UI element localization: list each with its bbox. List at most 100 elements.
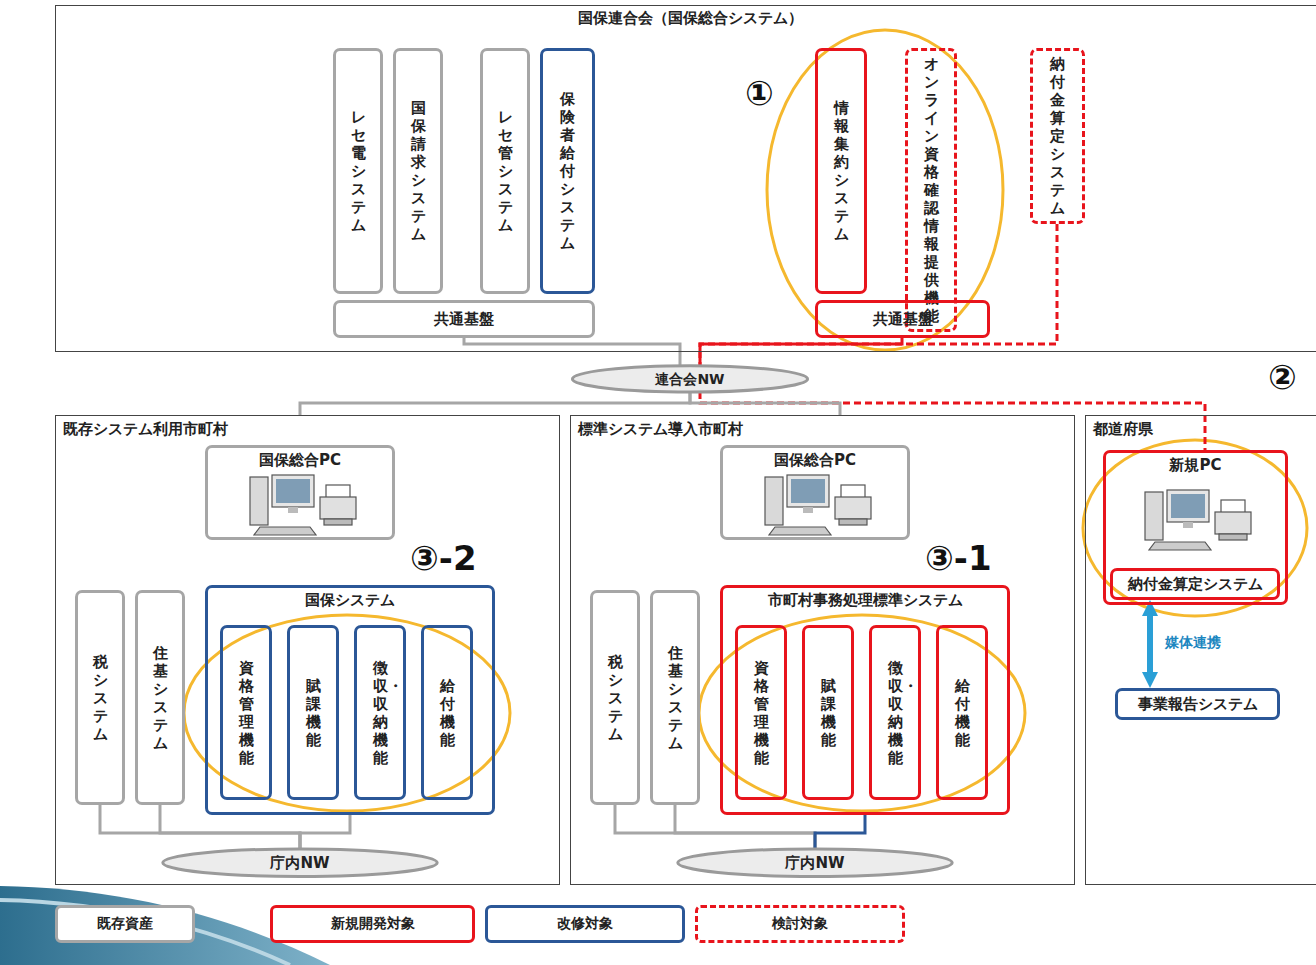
callout-ellipse (767, 30, 1003, 350)
callout-number: ① (745, 76, 774, 110)
function-column: 給付機能 (421, 625, 473, 800)
node-label: 徴収・収納機能 (373, 659, 388, 767)
connector (1147, 616, 1153, 672)
callout-ellipse (699, 615, 1025, 811)
callout-number: ③-1 (925, 541, 992, 575)
node-label: 市町村事務処理標準システム (768, 591, 963, 609)
node-label: 住基システム (153, 644, 168, 752)
node-label: 情報集約システム (834, 99, 849, 243)
connector (100, 805, 300, 849)
pc-icon (250, 475, 356, 535)
system-group: 国保システム資格管理機能 賦課機能 徴収・収納機能 給付機能 (205, 585, 495, 815)
connector (690, 392, 840, 415)
node-label: 納付金算定システム (1050, 55, 1065, 217)
node-label: 納付金算定システム (1128, 575, 1263, 593)
function-column: 資格管理機能 (220, 625, 272, 800)
system-column: 情報集約システム (815, 48, 867, 294)
function-column: 給付機能 (936, 625, 988, 800)
system-group: 市町村事務処理標準システム資格管理機能 賦課機能 徴収・収納機能 給付機能 (720, 585, 1010, 815)
system-column: オンライン資格確認情報提供機能 (905, 48, 957, 332)
system-column: 住基システム (650, 590, 700, 805)
node-label: 新規PC (1169, 456, 1221, 474)
node-label: レセ管システム (498, 108, 513, 234)
network-outline (678, 849, 952, 877)
node-label: 国保連合会（国保総合システム） (578, 9, 803, 27)
connector (815, 815, 865, 849)
callout-anchor: ① (745, 76, 774, 110)
node-label: オンライン資格確認情報提供機能 (924, 55, 939, 325)
node-label: 庁内NW (785, 854, 844, 872)
system-column: レセ電システム (333, 48, 383, 294)
node-label: 国保総合PC (774, 451, 856, 469)
function-column: 徴収・収納機能 (354, 625, 406, 800)
node-label: 給付機能 (440, 677, 455, 749)
node-label: 資格管理機能 (754, 659, 769, 767)
network-ellipse: 庁内NW (675, 847, 955, 878)
pc-box: 新規PC 納付金算定システム (1103, 450, 1288, 605)
node-label: 国保システム (305, 591, 395, 609)
edge-label: 媒体連携 (1162, 633, 1224, 652)
legend-text: 検討対象 (772, 915, 828, 933)
region-box: 標準システム導入市町村国保総合PC税システム住基システム市町村事務処理標準システ… (570, 415, 1075, 885)
connector (615, 805, 815, 849)
node-label: 国保請求システム (411, 99, 426, 243)
node-label: 資格管理機能 (239, 659, 254, 767)
node-label: レセ電システム (351, 108, 366, 234)
function-column: 資格管理機能 (735, 625, 787, 800)
node-label: 共通基盤 (434, 310, 494, 328)
function-column: 徴収・収納機能 (869, 625, 921, 800)
legend-text: 既存資産 (97, 915, 153, 933)
system-column: 税システム (590, 590, 640, 805)
network-ellipse: 連合会NW (570, 364, 810, 394)
legend-swatch: 既存資産 (55, 905, 195, 943)
connector (160, 805, 300, 849)
node-label: 徴収・収納機能 (888, 659, 903, 767)
system-column: 保険者給付システム (540, 48, 595, 294)
system-column: 国保請求システム (393, 48, 443, 294)
node-label: 事業報告システム (1138, 695, 1258, 713)
callout-anchor: ② (1268, 360, 1297, 394)
system-column: 税システム (75, 590, 125, 805)
system-box: 事業報告システム (1115, 688, 1280, 720)
connector (700, 224, 1057, 366)
callout-anchor: ③-2 (410, 541, 477, 575)
callout-number: ③-2 (410, 541, 477, 575)
node-label: 賦課機能 (306, 677, 321, 749)
node-label: 住基システム (668, 644, 683, 752)
system-column: 納付金算定システム (1030, 48, 1085, 224)
platform-box: 共通基盤 (333, 300, 595, 338)
node-label: 国保総合PC (259, 451, 341, 469)
node-label: 共通基盤 (873, 310, 933, 328)
legend-text: 新規開発対象 (331, 915, 415, 933)
node-label: 税システム (608, 653, 623, 743)
label-patch: 媒体連携 (1162, 633, 1224, 652)
network-outline (572, 366, 807, 392)
region-box: 既存システム利用市町村国保総合PC 税システム 住基システム 国保システム資格管理機能… (55, 415, 560, 885)
callout-ellipse (1083, 440, 1307, 616)
node-label: 保険者給付システム (560, 90, 575, 252)
legend-swatch: 新規開発対象 (270, 905, 475, 943)
connector (700, 392, 1205, 450)
region-box: 国保連合会（国保総合システム） レセ電システム 国保請求システム レセ管システム 保険者… (55, 5, 1316, 352)
system-column: レセ管システム (480, 48, 530, 294)
system-box: 納付金算定システム (1110, 568, 1280, 600)
node-label: 税システム (93, 653, 108, 743)
connector (300, 815, 350, 849)
node-label: 庁内NW (270, 854, 329, 872)
node-label: 賦課機能 (821, 677, 836, 749)
node-label: 給付機能 (955, 677, 970, 749)
node-label: 既存システム利用市町村 (63, 420, 228, 438)
legend-swatch: 改修対象 (485, 905, 685, 943)
decor-stripe (0, 900, 290, 965)
callout-ellipse (184, 615, 510, 811)
pc-box: 国保総合PC (720, 445, 910, 540)
legend-text: 改修対象 (557, 915, 613, 933)
function-column: 賦課機能 (802, 625, 854, 800)
pc-icon (1145, 490, 1251, 550)
system-column: 住基システム (135, 590, 185, 805)
connector (300, 392, 690, 415)
connector (675, 805, 815, 849)
